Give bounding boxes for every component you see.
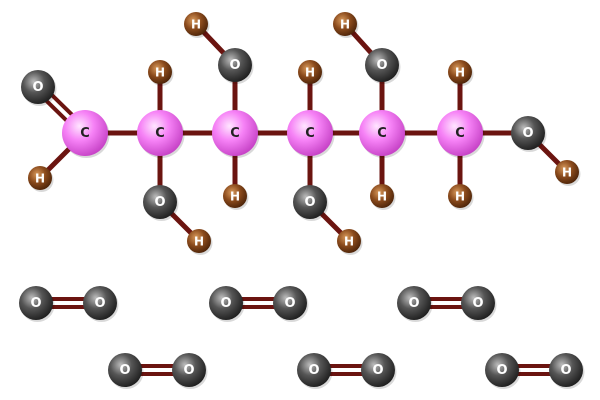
hydrogen-atom-ho3: H (184, 12, 210, 38)
hydrogen-atom-ho6: H (555, 160, 581, 186)
atom-label: O (372, 363, 383, 378)
atom-label: C (377, 126, 387, 141)
carbon-atom-c1: C (62, 110, 110, 158)
glucose-atoms: C C C C C C O H H O H O H H H O H O H H H H O H (21, 12, 581, 255)
oxygen-atom-o2-molecule-3-atom-1: O (397, 286, 433, 322)
atom-label: O (154, 195, 165, 210)
atom-label: H (344, 235, 354, 249)
atom-label: H (340, 18, 350, 32)
atom-label: O (496, 363, 507, 378)
hydrogen-atom-h5: H (370, 184, 396, 210)
carbon-atom-c3: C (212, 110, 260, 158)
atom-label: O (32, 80, 43, 95)
atom-label: O (522, 126, 533, 141)
atom-label: O (560, 363, 571, 378)
hydrogen-atom-ho2: H (187, 229, 213, 255)
atom-label: O (220, 296, 231, 311)
atom-label: C (455, 126, 465, 141)
oxygen-atom-o2-molecule-2-atom-2: O (273, 286, 309, 322)
oxygen-atom-o2-molecule-6-atom-1: O (485, 353, 521, 389)
atom-label: O (94, 296, 105, 311)
hydrogen-atom-ho5: H (333, 12, 359, 38)
atom-label: H (230, 190, 240, 204)
atom-label: H (455, 66, 465, 80)
atom-label: O (308, 363, 319, 378)
atom-label: C (230, 126, 240, 141)
hydrogen-atom-h1: H (28, 166, 54, 192)
oxygen-atom-o5: O (365, 48, 401, 84)
carbon-atom-c2: C (137, 110, 185, 158)
atom-label: H (35, 172, 45, 186)
oxygen-atom-o2-molecule-3-atom-2: O (461, 286, 497, 322)
carbon-atom-c4: C (287, 110, 335, 158)
atom-label: H (305, 66, 315, 80)
atom-label: H (455, 190, 465, 204)
oxygen-atom-o2-molecule-4-atom-1: O (108, 353, 144, 389)
carbon-atom-c6: C (437, 110, 485, 158)
oxygen-atom-o2: O (143, 185, 179, 221)
atom-label: H (155, 66, 165, 80)
hydrogen-atom-ho4: H (337, 229, 363, 255)
oxygen-atom-o2-molecule-1-atom-2: O (83, 286, 119, 322)
oxygen-atom-o4: O (293, 185, 329, 221)
atom-label: C (155, 126, 165, 141)
oxygen-atom-o2-molecule-5-atom-2: O (361, 353, 397, 389)
atom-label: O (304, 195, 315, 210)
atom-label: O (183, 363, 194, 378)
atom-label: O (408, 296, 419, 311)
oxygen-atom-o3: O (218, 48, 254, 84)
atom-label: O (119, 363, 130, 378)
atom-label: O (472, 296, 483, 311)
oxygen-atom-o2-molecule-2-atom-1: O (209, 286, 245, 322)
atom-label: H (191, 18, 201, 32)
oxygen-atom-o2-molecule-5-atom-1: O (297, 353, 333, 389)
atom-label: O (376, 58, 387, 73)
atom-label: H (377, 190, 387, 204)
oxygen-atom-o6: O (511, 116, 547, 152)
oxygen-atom-o2-molecule-1-atom-1: O (19, 286, 55, 322)
atom-label: C (305, 126, 315, 141)
hydrogen-atom-h3: H (223, 184, 249, 210)
glucose-molecule: C C C C C C O H H O H O H H H O H O H H H H O H (21, 12, 581, 255)
atom-label: O (284, 296, 295, 311)
hydrogen-atom-h4: H (298, 60, 324, 86)
hydrogen-atom-h2: H (148, 60, 174, 86)
oxygen-atom-o1: O (21, 70, 57, 106)
atom-label: O (229, 58, 240, 73)
hydrogen-atom-h6a: H (448, 60, 474, 86)
atom-label: H (194, 235, 204, 249)
atom-label: O (30, 296, 41, 311)
oxygen-atom-o2-molecule-4-atom-2: O (172, 353, 208, 389)
carbon-atom-c5: C (359, 110, 407, 158)
hydrogen-atom-h6b: H (448, 184, 474, 210)
atom-label: H (562, 166, 572, 180)
oxygen-atom-o2-molecule-6-atom-2: O (549, 353, 585, 389)
atom-label: C (80, 126, 90, 141)
